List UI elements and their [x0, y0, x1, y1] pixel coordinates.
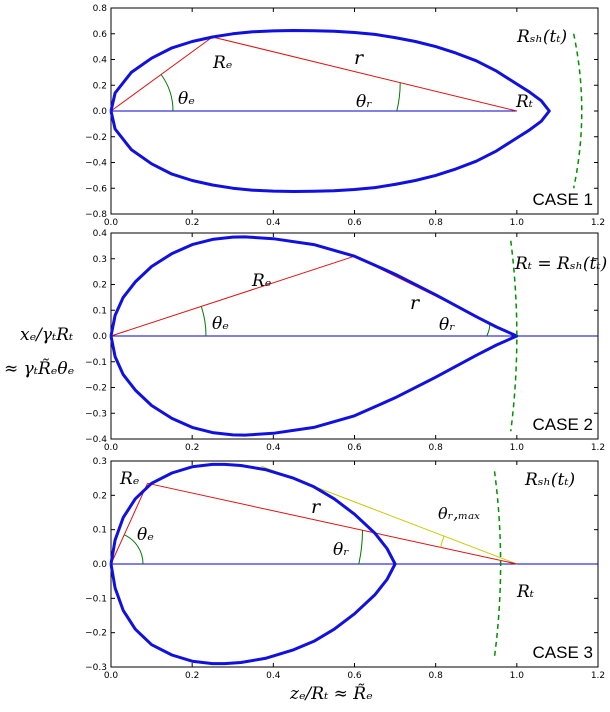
label-Rt: Rₜ [516, 582, 535, 602]
label-r: r [410, 292, 421, 314]
angle-arc-theta-e [200, 306, 207, 337]
panel-case-2: 0.0 0.2 0.4 0.6 0.8 1.0 1.2 −0.4 −0.3 −0.2 −0.1 0.0… [85, 229, 607, 453]
y-tick-label: −0.3 [85, 663, 107, 673]
y-tick-label: −0.8 [85, 210, 107, 220]
chord-Re [110, 36, 213, 112]
case-label: CASE 2 [533, 415, 593, 434]
label-theta-e: θₑ [178, 89, 195, 109]
panel-case-3: 0.0 0.2 0.4 0.6 0.8 1.0 1.2 −0.3 −0.2 −0.1 0.0 0.1 0… [85, 457, 605, 681]
label-Rt: Rₜ [515, 92, 534, 112]
label-theta-rmax: θᵣ,ₘₐₓ [438, 504, 480, 523]
y-tick-label: 0.0 [93, 332, 108, 342]
x-tick-label: 1.2 [591, 671, 605, 681]
label-r: r [354, 47, 365, 69]
y-tick-label: 0.2 [93, 81, 107, 91]
x-tick-label: 1.0 [510, 218, 525, 228]
x-tick-label: 0.6 [347, 443, 362, 453]
y-tick-label: 0.8 [93, 4, 108, 14]
case-label: CASE 1 [533, 190, 593, 209]
label-theta-r: θᵣ [333, 540, 349, 560]
label-theta-r: θᵣ [356, 92, 372, 112]
angle-arc-theta-e [160, 74, 174, 112]
x-tick-label: 0.8 [429, 443, 444, 453]
shock-front [572, 33, 583, 189]
angle-arc-theta-rmax [440, 535, 445, 548]
label-theta-r: θᵣ [439, 315, 455, 335]
x-tick-label: 0.4 [266, 443, 281, 453]
x-tick-label: 0.0 [104, 443, 119, 453]
y-tick-label: 0.3 [93, 457, 107, 467]
x-tick-label: 1.2 [591, 218, 605, 228]
y-tick-label: −0.2 [85, 629, 107, 639]
label-shock: Rₛₕ(tₜ) [524, 470, 575, 490]
y-tick-label: 0.0 [93, 560, 108, 570]
y-tick-label: 0.0 [93, 107, 108, 117]
angle-arc-theta-e [123, 534, 144, 565]
boundary-curve [109, 235, 519, 437]
y-tick-label: −0.3 [85, 409, 107, 419]
angle-arc-theta-r [358, 530, 363, 565]
x-axis-label: zₑ/Rₜ ≈ R̃ₑ [290, 684, 373, 704]
y-tick-label: 0.4 [93, 56, 108, 66]
x-tick-label: 0.4 [266, 671, 281, 681]
y-axis-label-line1: xₑ/γₜRₜ [20, 325, 74, 345]
case-label: CASE 3 [533, 643, 593, 662]
boundary-curve [109, 462, 397, 666]
y-tick-label: −0.1 [85, 358, 107, 368]
chord-r [147, 482, 517, 565]
panel-case-1: 0.0 0.2 0.4 0.6 0.8 1.0 1.2 −0.8 −0.6 −0.4 −0.2 0.0… [85, 4, 605, 228]
label-r: r [311, 496, 322, 518]
y-tick-label: 0.2 [93, 491, 107, 501]
y-tick-label: −0.6 [85, 184, 107, 194]
y-axis-label: xₑ/γₜRₜ ≈ γₜR̃ₑθₑ [4, 318, 114, 386]
angle-arc-theta-r [396, 82, 401, 112]
x-tick-label: 0.6 [347, 218, 362, 228]
shock-front [493, 471, 502, 657]
x-tick-label: 0.0 [104, 218, 119, 228]
y-tick-label: 0.1 [93, 526, 107, 536]
y-tick-label: 0.2 [93, 281, 107, 291]
y-tick-label: 0.3 [93, 255, 107, 265]
chord-r [212, 36, 517, 112]
y-tick-label: −0.1 [85, 594, 107, 604]
x-tick-label: 0.8 [429, 218, 444, 228]
label-Re: Rₑ [251, 271, 271, 291]
label-shock: Rₜ = Rₛₕ(tₜ) [514, 254, 607, 274]
label-theta-e: θₑ [137, 525, 154, 545]
y-tick-label: −0.2 [85, 384, 107, 394]
x-tick-label: 1.2 [591, 443, 605, 453]
x-tick-label: 0.4 [266, 218, 281, 228]
x-tick-label: 0.2 [185, 443, 199, 453]
y-tick-label: 0.4 [93, 229, 108, 239]
label-Re: Rₑ [119, 469, 139, 489]
x-tick-label: 0.0 [104, 671, 119, 681]
label-shock: Rₛₕ(tₜ) [516, 27, 567, 47]
x-tick-label: 0.8 [429, 671, 444, 681]
x-tick-label: 1.0 [510, 671, 525, 681]
y-axis-label-line2: ≈ γₜR̃ₑθₑ [4, 359, 75, 379]
y-tick-label: −0.4 [85, 435, 107, 445]
y-tick-label: 0.6 [93, 30, 108, 40]
x-tick-label: 0.6 [347, 671, 362, 681]
x-tick-label: 0.2 [185, 671, 199, 681]
label-Re: Rₑ [212, 53, 232, 73]
shock-front [510, 240, 518, 432]
label-theta-e: θₑ [212, 314, 229, 334]
chord-Re [110, 483, 148, 565]
x-tick-label: 0.2 [185, 218, 199, 228]
y-tick-label: −0.4 [85, 159, 107, 169]
boundary-curve [109, 29, 551, 193]
y-tick-label: 0.1 [93, 306, 107, 316]
x-tick-label: 1.0 [510, 443, 525, 453]
chord-Re [110, 255, 355, 337]
y-tick-label: −0.2 [85, 133, 107, 143]
